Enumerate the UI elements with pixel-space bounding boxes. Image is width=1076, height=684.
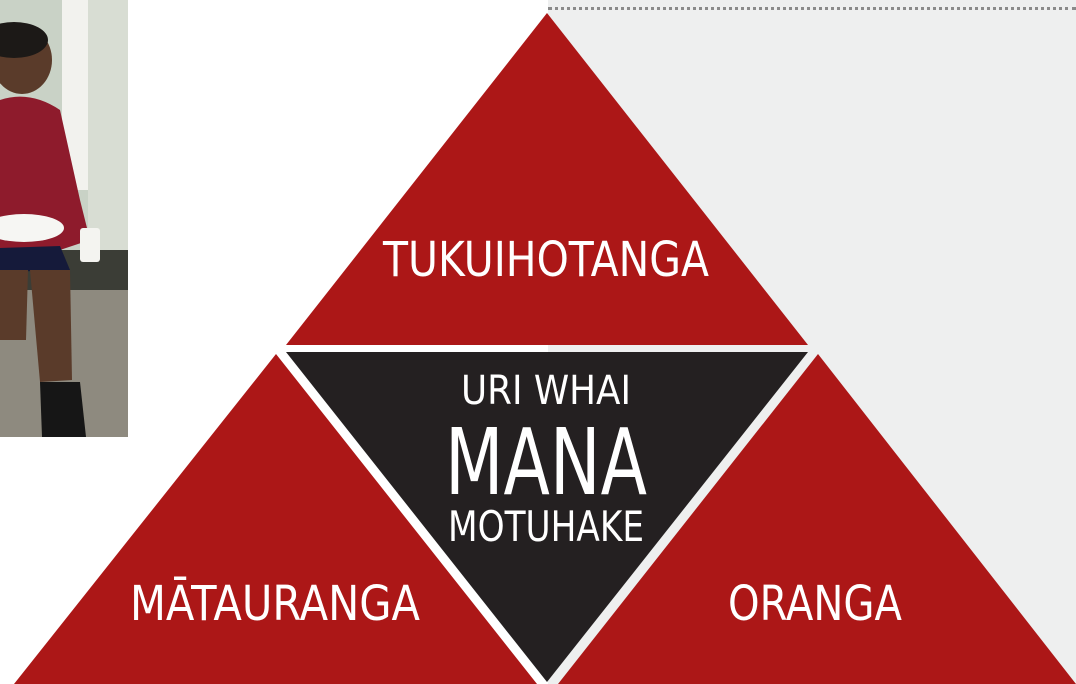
center-line-3: MOTUHAKE [448, 502, 644, 551]
right-triangle [558, 354, 1076, 684]
center-line-1: URI WHAI [461, 368, 631, 414]
right-label: ORANGA [728, 576, 902, 632]
center-line-2: MANA [445, 409, 647, 516]
center-triangle [286, 352, 808, 682]
top-triangle [286, 13, 808, 345]
left-triangle [14, 354, 537, 684]
student-photo [0, 0, 128, 437]
top-label: TUKUIHOTANGA [382, 232, 709, 288]
left-label: MĀTAURANGA [130, 576, 420, 632]
dotted-divider [548, 7, 1076, 10]
